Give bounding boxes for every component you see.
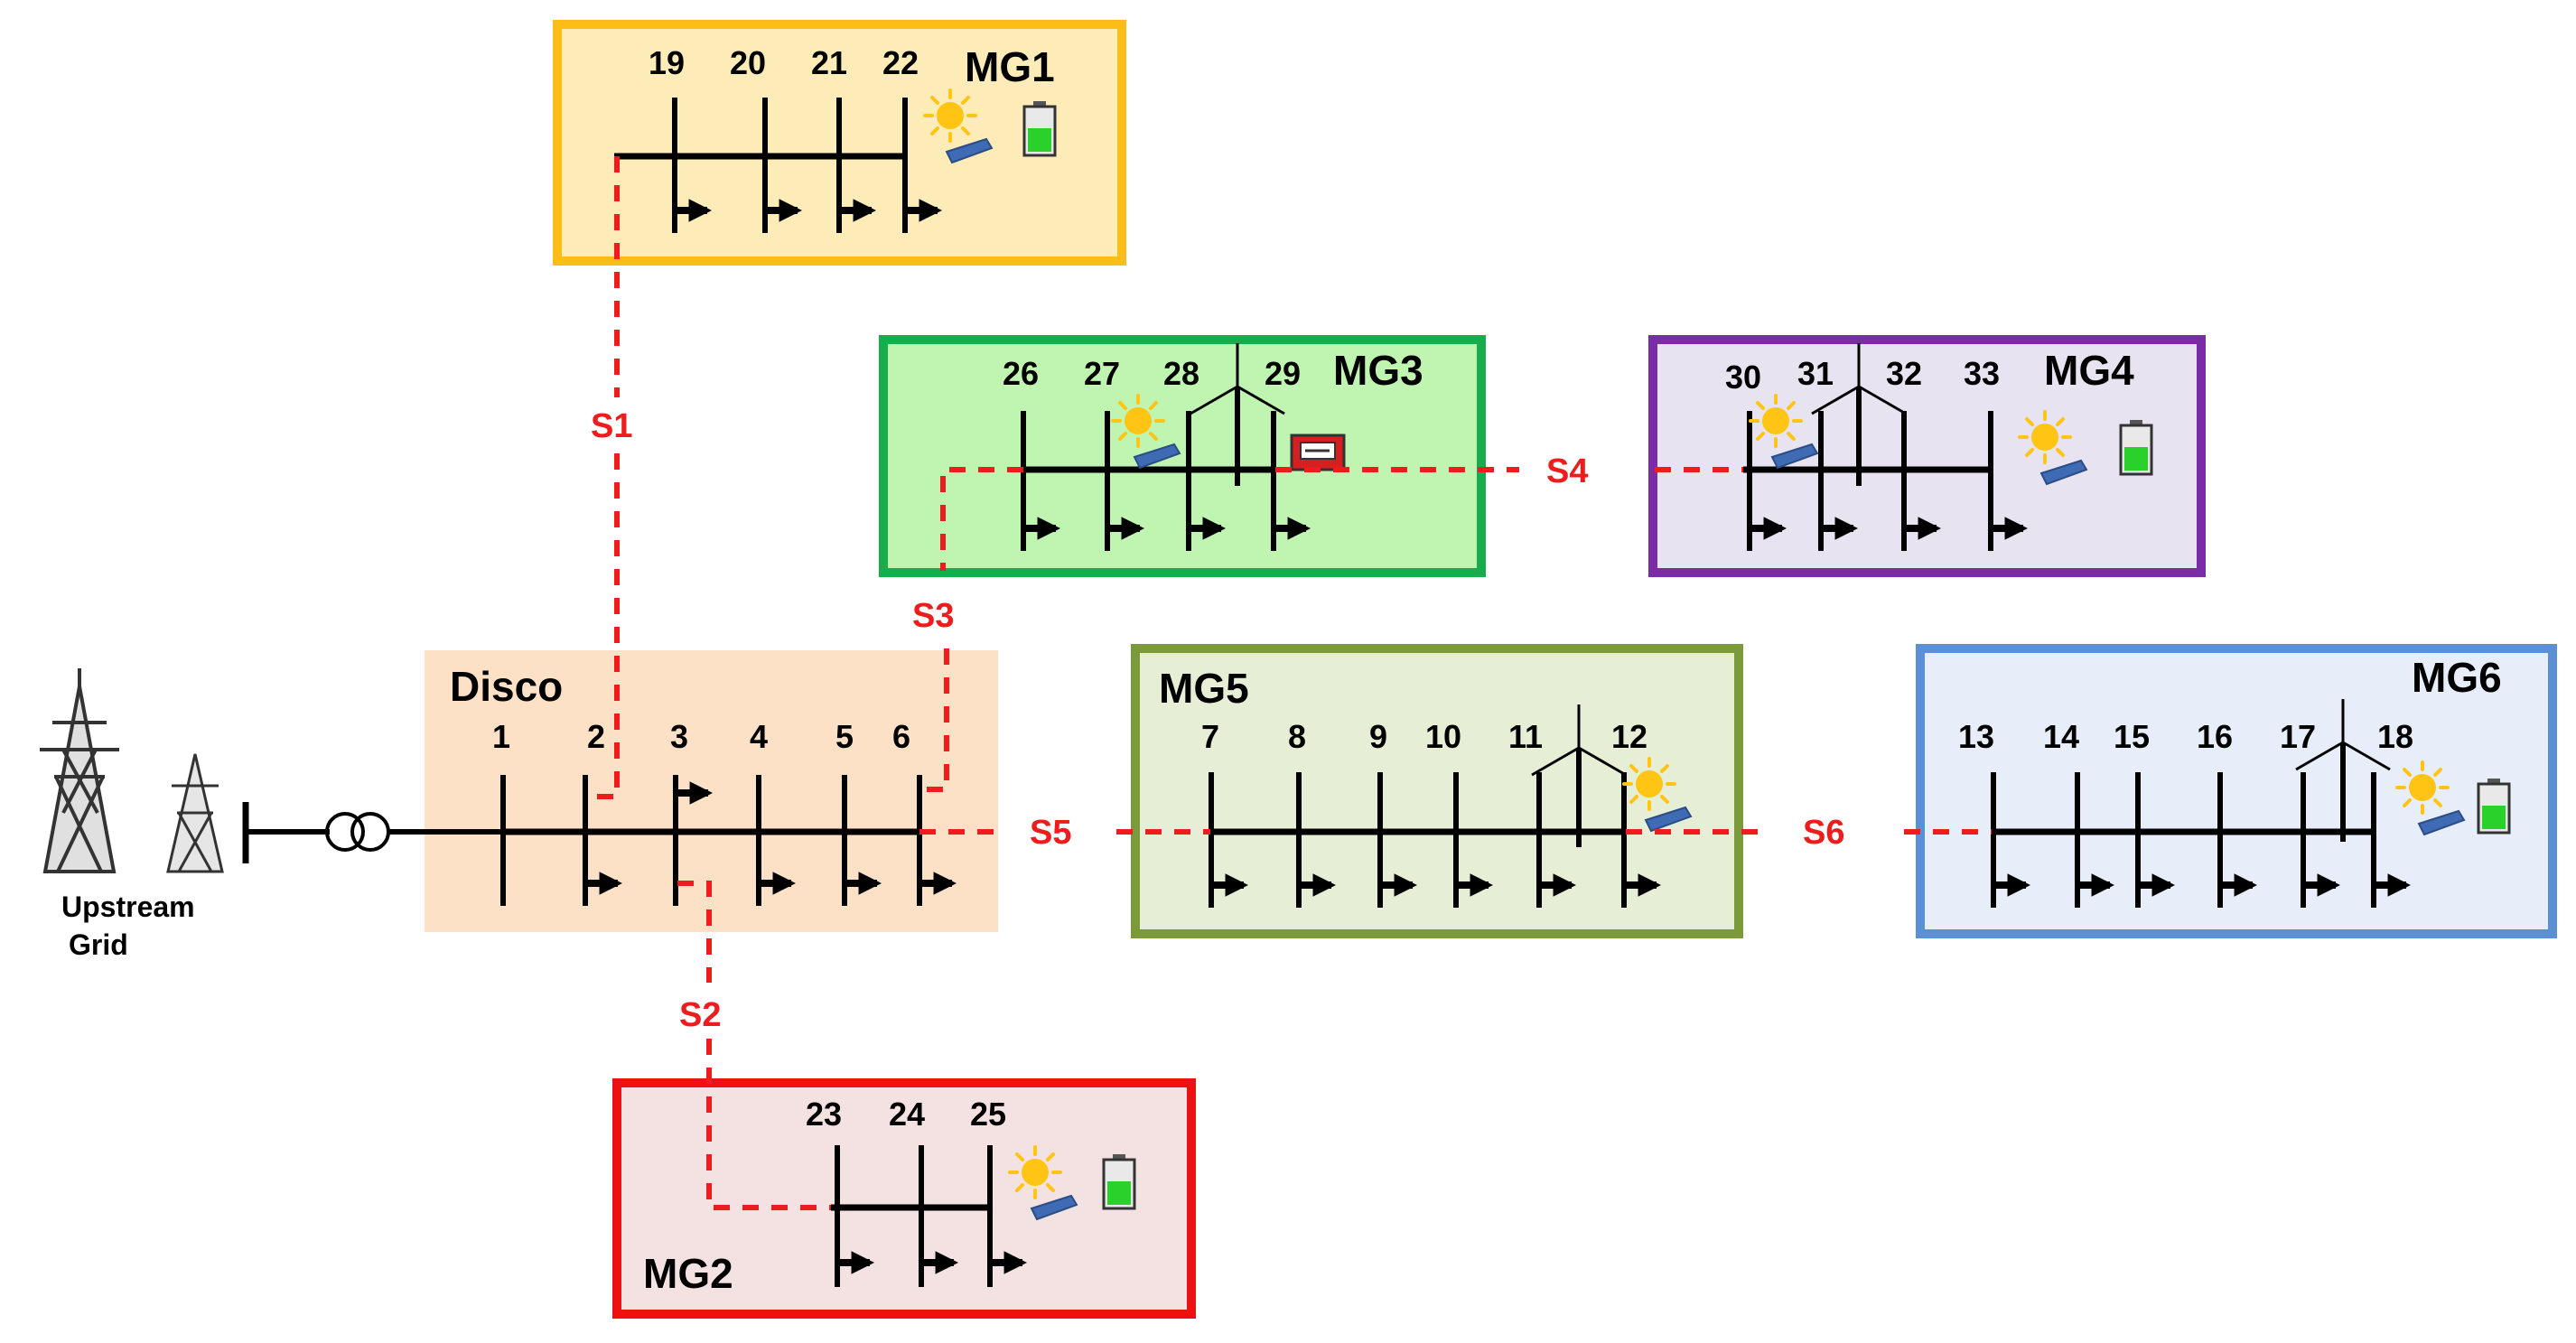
mg2-box — [612, 1078, 1196, 1319]
switch-lines — [585, 156, 1992, 1210]
bus-number: 4 — [750, 718, 768, 755]
bus-number: 16 — [2197, 718, 2233, 755]
bus-number: 19 — [649, 44, 685, 81]
bus-number: 27 — [1084, 355, 1120, 392]
switch-label-s4: S4 — [1546, 452, 1588, 490]
bus-number: 33 — [1964, 355, 2000, 392]
upstream-grid-label-line1: Upstream — [61, 891, 195, 923]
mg4-network — [1743, 411, 2023, 551]
bus-number: 30 — [1725, 359, 1761, 396]
battery-icon — [2119, 418, 2153, 476]
bus-number: 5 — [835, 718, 854, 755]
bus-number: 25 — [970, 1096, 1006, 1133]
bus-number: 18 — [2377, 718, 2413, 755]
mg2-label: MG2 — [643, 1250, 733, 1297]
mg3-network — [1022, 411, 1306, 551]
bus-number: 1 — [492, 718, 510, 755]
mg6-network — [1992, 772, 2406, 908]
bus-number: 32 — [1886, 355, 1922, 392]
bus-number: 28 — [1163, 355, 1199, 392]
s2-line — [677, 881, 712, 983]
bus-number: 20 — [730, 44, 766, 81]
mg5-network — [1210, 772, 1657, 908]
switch-label-s6: S6 — [1803, 814, 1844, 852]
switch-label-s1: S1 — [591, 407, 632, 445]
bus-number: 11 — [1508, 718, 1543, 755]
s3-line-lower — [919, 648, 949, 792]
bus-number: 9 — [1369, 718, 1387, 755]
bus-number: 10 — [1425, 718, 1461, 755]
s3-line — [940, 467, 1023, 571]
mg1-label: MG1 — [965, 43, 1055, 90]
transformer-icon — [325, 812, 390, 852]
battery-icon — [1022, 99, 1057, 157]
transmission-tower-small-icon — [166, 753, 224, 873]
upstream-grid-label-line2: Grid — [69, 928, 128, 961]
switch-label-s3: S3 — [912, 597, 954, 635]
bus-number: 15 — [2114, 718, 2150, 755]
disco-label: Disco — [450, 663, 563, 710]
mg2-network — [831, 1145, 1022, 1287]
battery-icon — [1102, 1152, 1136, 1210]
mg4-label: MG4 — [2044, 347, 2134, 394]
bus-number: 21 — [811, 44, 847, 81]
diesel-generator-icon — [1290, 434, 1346, 471]
bus-number: 26 — [1003, 355, 1039, 392]
battery-icon — [2477, 777, 2511, 835]
bus-number: 22 — [882, 44, 919, 81]
switch-label-s5: S5 — [1030, 814, 1071, 852]
mg6-label: MG6 — [2412, 654, 2502, 701]
bus-number: 31 — [1797, 355, 1834, 392]
bus-number: 2 — [587, 718, 605, 755]
bus-number: 3 — [670, 718, 688, 755]
mg1-network — [614, 98, 938, 233]
bus-number: 17 — [2280, 718, 2316, 755]
mg3-box — [879, 335, 1486, 577]
disco-network — [500, 775, 952, 906]
bus-number: 8 — [1288, 718, 1306, 755]
mg5-label: MG5 — [1159, 665, 1249, 712]
switch-label-s2: S2 — [679, 996, 721, 1034]
bus-number: 29 — [1265, 355, 1301, 392]
bus-number: 13 — [1958, 718, 1994, 755]
bus-number: 12 — [1611, 718, 1647, 755]
bus-number: 7 — [1201, 718, 1219, 755]
mg4-box — [1648, 335, 2206, 577]
mg3-label: MG3 — [1333, 347, 1423, 394]
bus-number: 24 — [889, 1096, 925, 1133]
transmission-tower-icon — [40, 668, 119, 873]
bus-number: 6 — [892, 718, 910, 755]
bus-number: 23 — [806, 1096, 842, 1133]
bus-number: 14 — [2043, 718, 2079, 755]
